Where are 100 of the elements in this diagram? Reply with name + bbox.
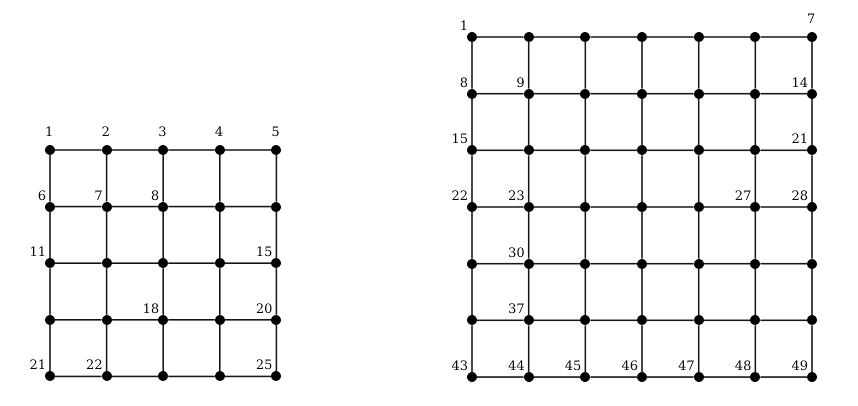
graph-edge [704,206,750,208]
vertex-number: 22 [451,190,468,203]
graph-edge [760,150,808,152]
graph-edge [112,376,158,378]
graph-edge [811,212,813,259]
vertex-dot [637,372,647,382]
vertex-dot [807,258,818,269]
graph-edge [112,149,158,151]
graph-edge [590,376,637,378]
graph-edge [534,36,580,38]
graph-edge [754,42,756,89]
vertex-dot [694,258,704,269]
vertex-dot [467,32,477,42]
vertex-dot [214,371,225,382]
vertex-dot [271,258,282,268]
graph-edge [760,320,808,322]
graph-edge [528,325,530,372]
vertex-dot [102,202,112,212]
vertex-dot [637,145,647,156]
vertex-dot [807,32,818,42]
graph-edge [534,320,580,322]
graph-edge [760,376,808,378]
vertex-dot [694,372,704,382]
graph-edge [647,36,694,38]
vertex-number: 22 [86,359,103,372]
graph-edge [168,319,215,321]
vertex-dot [580,258,590,269]
vertex-dot [467,258,477,269]
graph-edge [224,262,272,264]
graph-edge [584,98,586,146]
graph-edge [811,325,813,372]
graph-edge [528,212,530,259]
graph-edge [811,268,813,316]
graph-edge [647,92,694,94]
graph-edge [698,268,700,316]
graph-edge [477,150,524,152]
graph-edge [276,212,278,258]
graph-edge [477,92,524,94]
vertex-dot [45,145,55,155]
vertex-dot [807,315,818,326]
vertex-dot [580,202,590,212]
graph-edge [641,325,643,372]
vertex-number: 5 [271,126,280,139]
vertex-dot [158,258,168,268]
graph-edge [55,376,102,378]
vertex-dot [102,258,112,268]
graph-edge [647,376,694,378]
vertex-dot [637,32,647,42]
vertex-dot [524,88,534,99]
vertex-dot [214,314,225,325]
vertex-number: 15 [256,246,272,260]
graph-edge [760,262,808,264]
graph-edge [219,324,221,372]
graph-edge [477,36,524,38]
graph-edge [590,92,637,94]
graph-edge [704,262,750,264]
graph-edge [698,42,700,89]
vertex-dot [524,258,534,269]
graph-edge [55,206,102,208]
graph-edge [590,206,637,208]
graph-edge [590,262,637,264]
graph-edge [528,268,530,316]
graph-edge [528,98,530,146]
graph-edge [276,268,278,315]
graph-edge [168,376,215,378]
vertex-number: 27 [734,190,752,203]
graph-edge [471,42,473,89]
vertex-number: 8 [150,190,160,203]
graph-edge [471,325,473,372]
vertex-dot [524,145,534,156]
graph-edge [112,319,158,321]
vertex-dot [467,372,477,382]
graph-edge [698,212,700,259]
graph-edge [584,42,586,89]
graph-edge [754,325,756,372]
vertex-dot [158,145,168,155]
graph-edge [471,212,473,259]
vertex-dot [580,372,590,382]
graph-edge [754,98,756,146]
vertex-number: 14 [791,76,808,90]
graph-edge [698,98,700,146]
vertex-dot [158,371,168,382]
graph-edge [219,268,221,315]
vertex-number: 46 [621,360,638,374]
vertex-dot [750,315,760,326]
graph-edge [162,212,164,258]
vertex-dot [158,202,168,212]
graph-edge [477,320,524,322]
vertex-dot [580,88,590,99]
graph-edge [811,42,813,89]
vertex-dot [750,372,760,382]
vertex-dot [750,32,760,42]
graph-edge [704,92,750,94]
graph-edge [754,268,756,316]
graph-edge [224,319,272,321]
vertex-dot [214,202,225,212]
vertex-dot [271,371,282,382]
vertex-dot [467,202,477,212]
vertex-number: 15 [451,133,468,146]
graph-edge [704,36,750,38]
